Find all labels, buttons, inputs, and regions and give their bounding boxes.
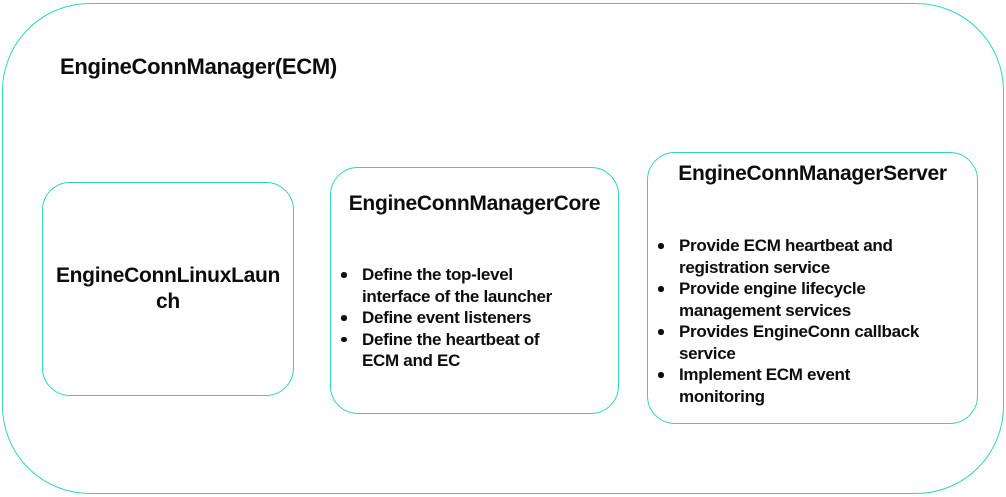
bullet-item: Define event listeners xyxy=(341,307,610,329)
ecm-container-box: EngineConnManager(ECM) EngineConnLinuxLa… xyxy=(2,3,1004,494)
bullet-item: Provide engine lifecycle management serv… xyxy=(658,278,969,321)
ecm-container-title: EngineConnManager(ECM) xyxy=(60,54,337,79)
engineconnmanagercore-bullet-list: Define the top-level interface of the la… xyxy=(331,264,618,372)
box-engineconnlinuxlaunch-title: EngineConnLinuxLaun ch xyxy=(55,264,281,313)
engineconnmanagerserver-bullet-list: Provide ECM heartbeat and registration s… xyxy=(648,235,977,407)
bullet-item: Provides EngineConn callback service xyxy=(658,321,969,364)
box-engineconnmanagerserver: EngineConnManagerServer Provide ECM hear… xyxy=(647,152,978,424)
bullet-item: Provide ECM heartbeat and registration s… xyxy=(658,235,969,278)
box-engineconnmanagercore-title: EngineConnManagerCore xyxy=(348,192,601,215)
bullet-item: Define the heartbeat of ECM and EC xyxy=(341,329,610,372)
bullet-item: Define the top-level interface of the la… xyxy=(341,264,610,307)
box-engineconnlinuxlaunch: EngineConnLinuxLaun ch xyxy=(42,182,294,396)
box-engineconnmanagercore: EngineConnManagerCore Define the top-lev… xyxy=(330,167,619,414)
bullet-item: Implement ECM event monitoring xyxy=(658,364,969,407)
box-engineconnmanagerserver-title: EngineConnManagerServer xyxy=(678,162,947,185)
